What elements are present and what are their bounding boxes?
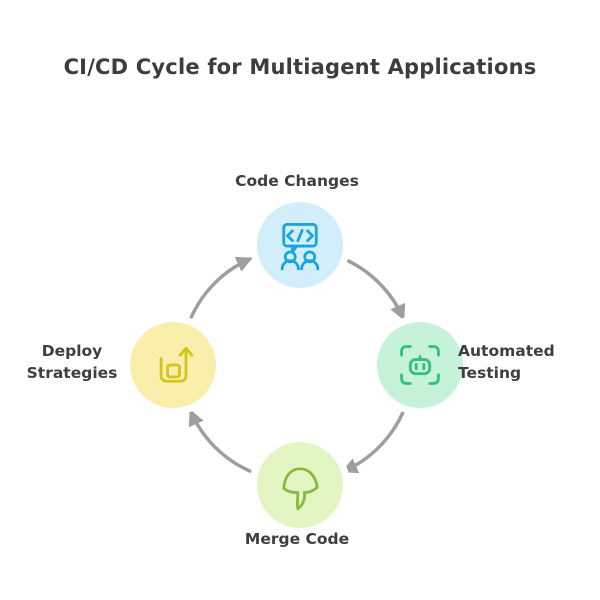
label-merge-code: Merge Code (244, 530, 350, 548)
node-deploy-strategies (130, 322, 216, 408)
label-automated-testing: Automated Testing (458, 342, 555, 383)
arrow-bottom-to-left (188, 409, 252, 473)
arrow-top-to-right (342, 257, 406, 321)
arrow-right-to-bottom (341, 410, 405, 474)
ginkgo-leaf-icon (274, 459, 326, 511)
diagram-title: CI/CD Cycle for Multiagent Applications (63, 55, 537, 79)
deploy-arrow-icon (147, 339, 199, 391)
label-deploy-strategies: Deploy Strategies (26, 342, 118, 383)
code-discussion-icon (274, 219, 326, 271)
robot-scan-icon (394, 339, 446, 391)
node-code-changes (257, 202, 343, 288)
node-automated-testing (377, 322, 463, 408)
label-code-changes: Code Changes (235, 172, 359, 190)
node-merge-code (257, 442, 343, 528)
arrow-left-to-top (189, 256, 253, 320)
